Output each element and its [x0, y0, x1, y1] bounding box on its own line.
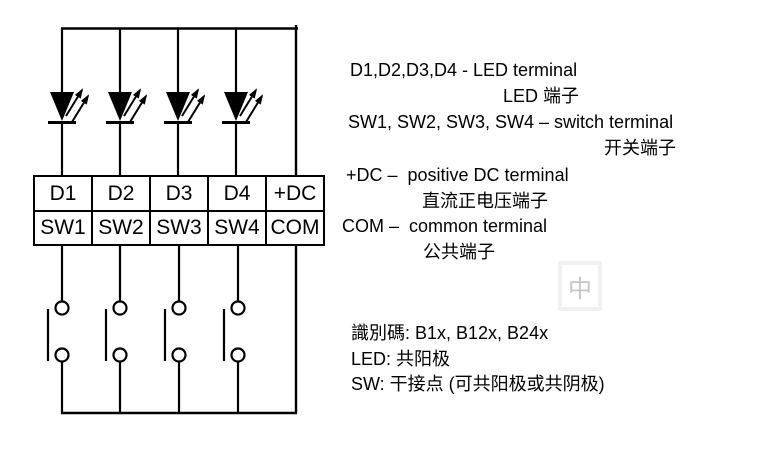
- legend-led-terminal-zh: LED 端子: [503, 86, 580, 106]
- led-symbol-1: [48, 28, 90, 176]
- ime-indicator-badge: 中: [558, 261, 602, 311]
- circuit-diagram: [46, 25, 298, 415]
- terminal-sw1: SW1: [35, 212, 91, 244]
- terminal-d2: D2: [93, 177, 149, 210]
- switch-symbol-3: [163, 246, 187, 414]
- ime-language-char: 中: [568, 275, 592, 303]
- terminal-com: COM: [267, 212, 323, 244]
- terminal-d4: D4: [209, 177, 265, 210]
- legend-com-terminal-zh: 公共端子: [423, 242, 495, 262]
- terminal-block: D1 D2 D3 D4 +DC SW1 SW2 SW3 SW4 COM: [33, 175, 325, 246]
- terminal-sw2: SW2: [93, 212, 149, 244]
- switch-symbol-2: [104, 246, 128, 414]
- terminal-d1: D1: [35, 177, 91, 210]
- terminal-dc: +DC: [267, 177, 323, 210]
- switch-symbol-4: [222, 246, 246, 414]
- legend-switch-terminal-zh: 开关端子: [604, 138, 676, 158]
- led-symbol-4: [222, 28, 264, 176]
- legend-switch-terminal-en: SW1, SW2, SW3, SW4 – switch terminal: [348, 112, 674, 132]
- terminal-sw3: SW3: [151, 212, 207, 244]
- led-symbol-2: [106, 28, 148, 176]
- legend-led-terminal-en: D1,D2,D3,D4 - LED terminal: [350, 60, 578, 80]
- switch-symbol-1: [46, 246, 70, 414]
- note-sw-dry-contact: SW: 干接点 (可共阳极或共阴极): [351, 374, 605, 394]
- note-led-common-anode: LED: 共阳极: [351, 349, 451, 369]
- led-symbol-3: [164, 28, 206, 176]
- note-identification-codes: 識別碼: B1x, B12x, B24x: [351, 323, 549, 343]
- legend-dc-terminal-en: +DC – positive DC terminal: [346, 165, 569, 185]
- terminal-d3: D3: [151, 177, 207, 210]
- terminal-sw4: SW4: [209, 212, 265, 244]
- legend-dc-terminal-zh: 直流正电压端子: [422, 191, 548, 211]
- legend-com-terminal-en: COM – common terminal: [342, 216, 548, 236]
